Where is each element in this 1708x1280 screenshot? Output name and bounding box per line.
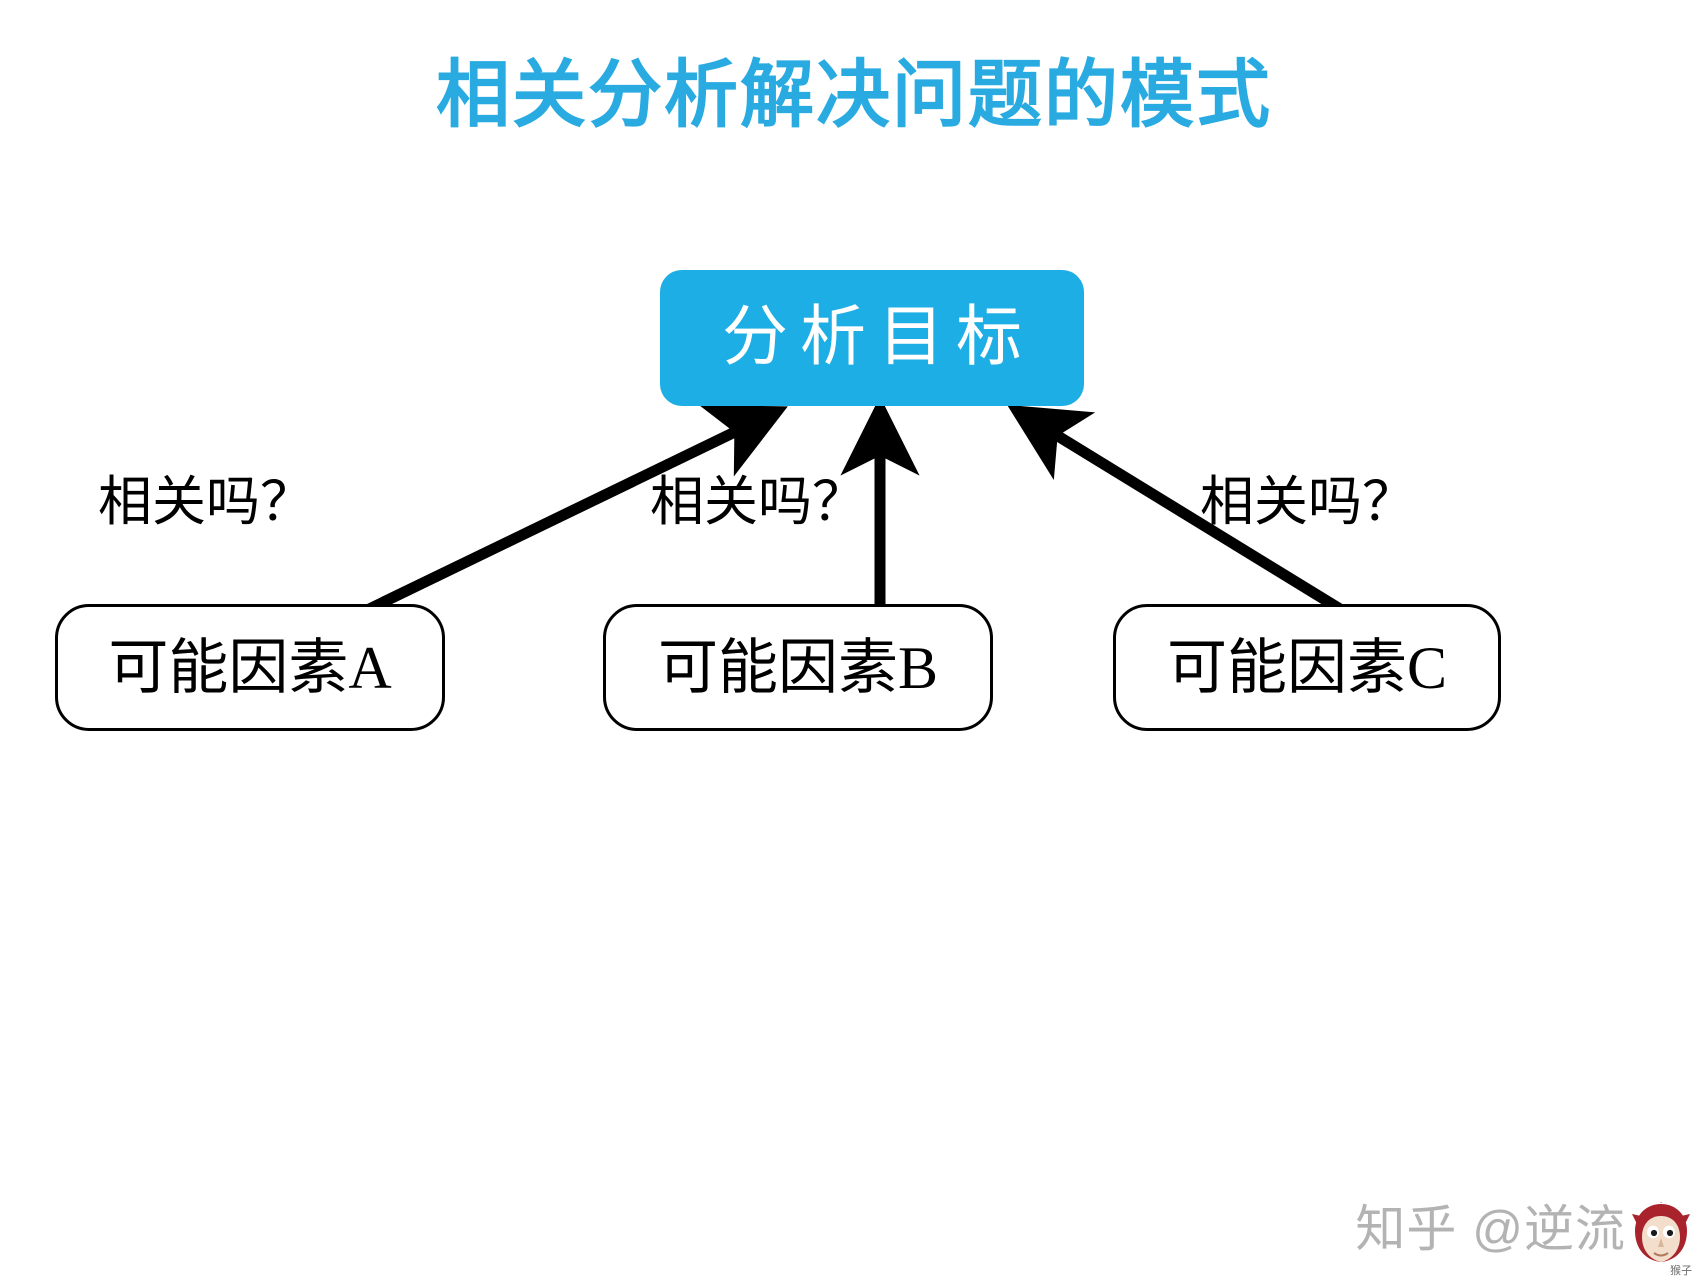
monkey-avatar-icon: 猴子: [1632, 1196, 1692, 1277]
monkey-avatar-caption: 猴子: [1670, 1265, 1692, 1277]
factor-node-c-label: 可能因素C: [1166, 634, 1448, 701]
factor-node-b-label: 可能因素B: [657, 634, 939, 701]
correlation-question-label-b: 相关吗？: [650, 472, 866, 532]
watermark-text: 知乎 @逆流: [1355, 1201, 1626, 1257]
goal-node[interactable]: 分析目标: [660, 270, 1084, 406]
factor-node-a[interactable]: 可能因素A: [55, 604, 445, 731]
factor-node-b[interactable]: 可能因素B: [603, 604, 993, 731]
correlation-question-label-a: 相关吗？: [98, 472, 314, 532]
goal-node-label: 分析目标: [722, 301, 1034, 374]
correlation-question-label-c: 相关吗？: [1200, 472, 1416, 532]
watermark: 知乎 @逆流 猴子: [1355, 1196, 1692, 1277]
factor-node-a-label: 可能因素A: [108, 634, 392, 701]
page-title: 相关分析解决问题的模式: [436, 53, 1272, 136]
factor-node-c[interactable]: 可能因素C: [1113, 604, 1501, 731]
